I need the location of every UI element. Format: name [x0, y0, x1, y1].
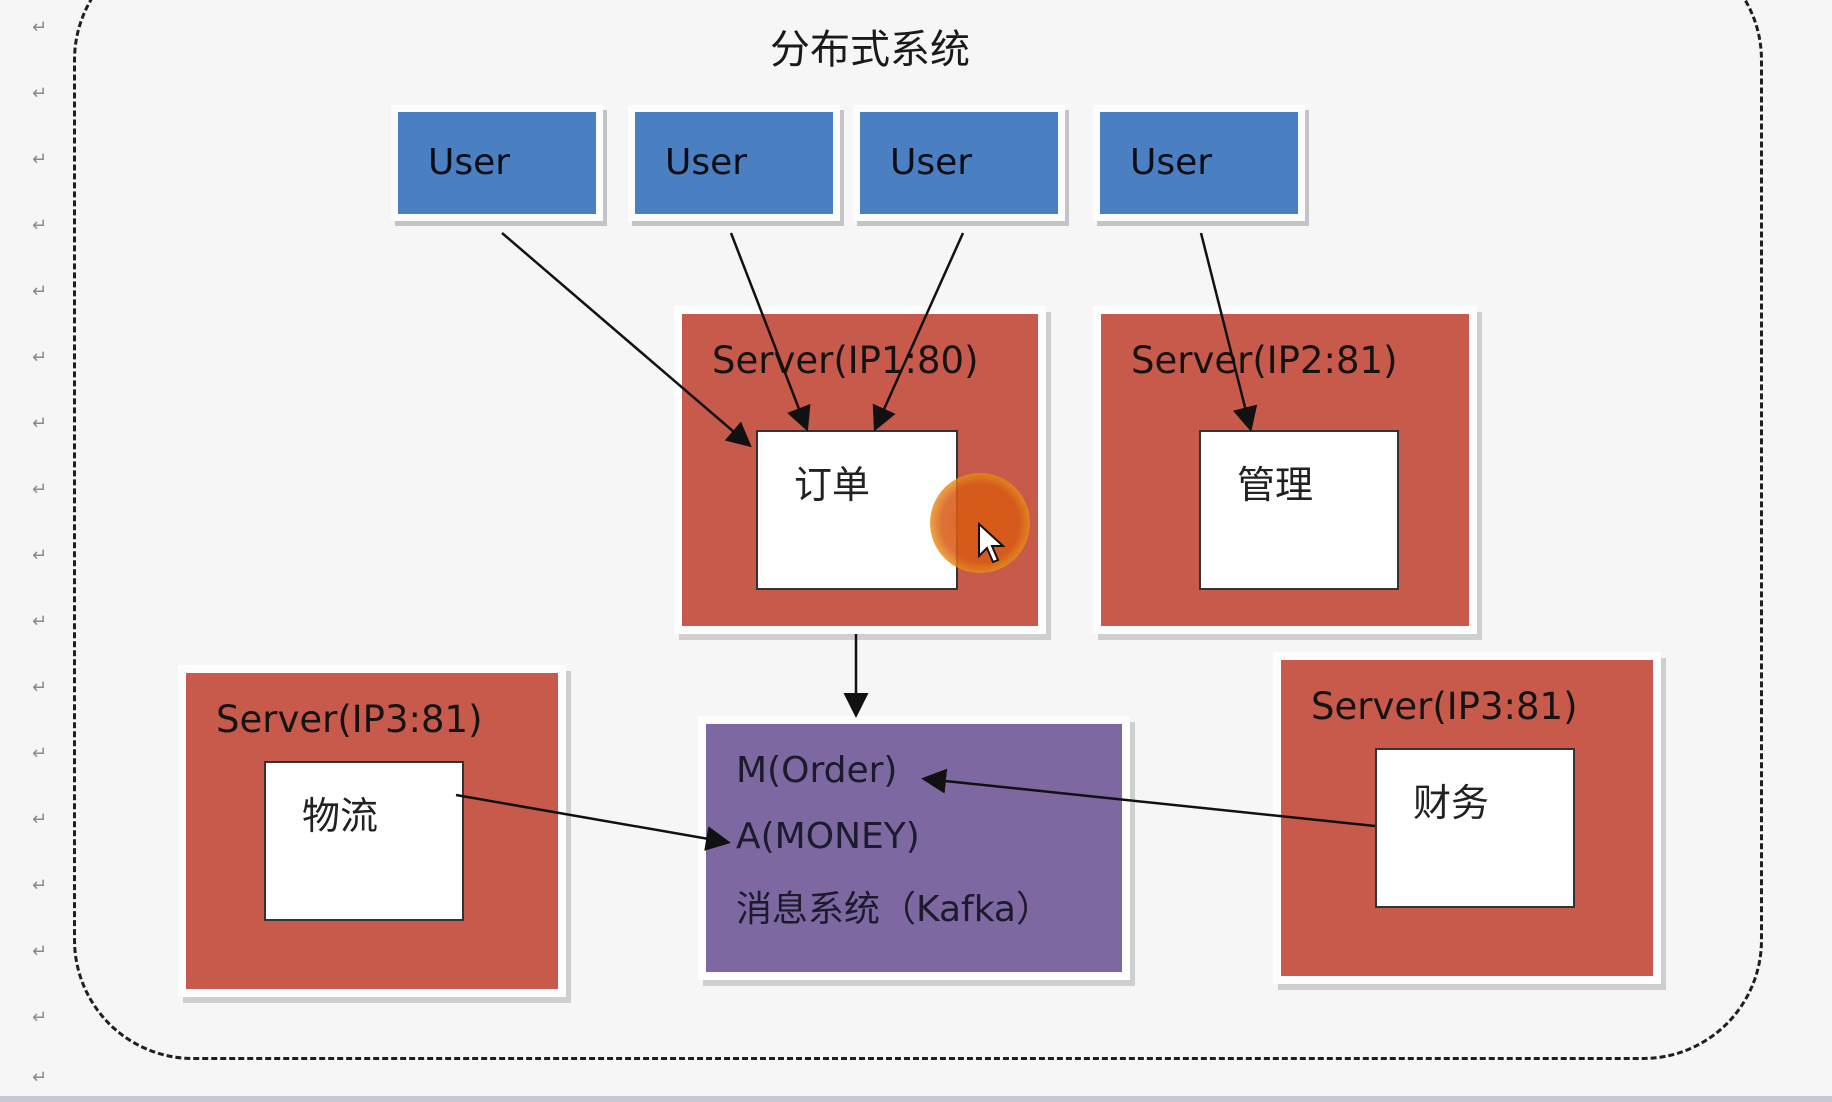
- logistics-module-box: 物流: [264, 761, 464, 921]
- paragraph-mark-icon: ↵: [32, 941, 48, 962]
- paragraph-mark-icon: ↵: [32, 17, 48, 38]
- mouse-cursor-icon: [978, 522, 1005, 564]
- user-box: User: [853, 105, 1065, 221]
- server-label: Server(IP3:81): [216, 698, 483, 741]
- message-queue-box: M(Order) A(MONEY) 消息系统（Kafka）: [698, 716, 1130, 980]
- server-box-ip3-finance: Server(IP3:81) 财务: [1273, 652, 1661, 984]
- server-box-ip3-logistics: Server(IP3:81) 物流: [178, 665, 566, 997]
- server-label: Server(IP3:81): [1311, 685, 1578, 728]
- module-label: 管理: [1237, 463, 1314, 507]
- module-label: 物流: [302, 794, 379, 838]
- mq-line-kafka: 消息系统（Kafka）: [736, 889, 1052, 930]
- paragraph-mark-icon: ↵: [32, 875, 48, 896]
- system-boundary: [73, 0, 1763, 1060]
- paragraph-mark-icon: ↵: [32, 281, 48, 302]
- user-box: User: [391, 105, 603, 221]
- mq-line-order: M(Order): [736, 750, 898, 791]
- paragraph-mark-icon: ↵: [32, 215, 48, 236]
- server-label: Server(IP1:80): [712, 339, 979, 382]
- mq-line-money: A(MONEY): [736, 816, 920, 857]
- paragraph-mark-icon: ↵: [32, 413, 48, 434]
- finance-module-box: 财务: [1375, 748, 1575, 908]
- order-module-box: 订单: [756, 430, 958, 590]
- paragraph-mark-icon: ↵: [32, 1067, 48, 1088]
- server-label: Server(IP2:81): [1131, 339, 1398, 382]
- paragraph-mark-icon: ↵: [32, 347, 48, 368]
- user-box: User: [1093, 105, 1305, 221]
- paragraph-mark-icon: ↵: [32, 479, 48, 500]
- module-label: 财务: [1413, 781, 1490, 825]
- paragraph-mark-icon: ↵: [32, 743, 48, 764]
- paragraph-mark-icon: ↵: [32, 809, 48, 830]
- paragraph-mark-icon: ↵: [32, 149, 48, 170]
- paragraph-mark-icon: ↵: [32, 677, 48, 698]
- server-box-ip2: Server(IP2:81) 管理: [1093, 306, 1477, 634]
- bottom-bar: [0, 1096, 1832, 1102]
- paragraph-mark-icon: ↵: [32, 545, 48, 566]
- diagram-title: 分布式系统: [770, 27, 970, 73]
- server-box-ip1: Server(IP1:80) 订单: [674, 306, 1046, 634]
- admin-module-box: 管理: [1199, 430, 1399, 590]
- paragraph-mark-icon: ↵: [32, 83, 48, 104]
- module-label: 订单: [794, 463, 871, 507]
- user-box: User: [628, 105, 840, 221]
- paragraph-mark-icon: ↵: [32, 611, 48, 632]
- paragraph-mark-icon: ↵: [32, 1007, 48, 1028]
